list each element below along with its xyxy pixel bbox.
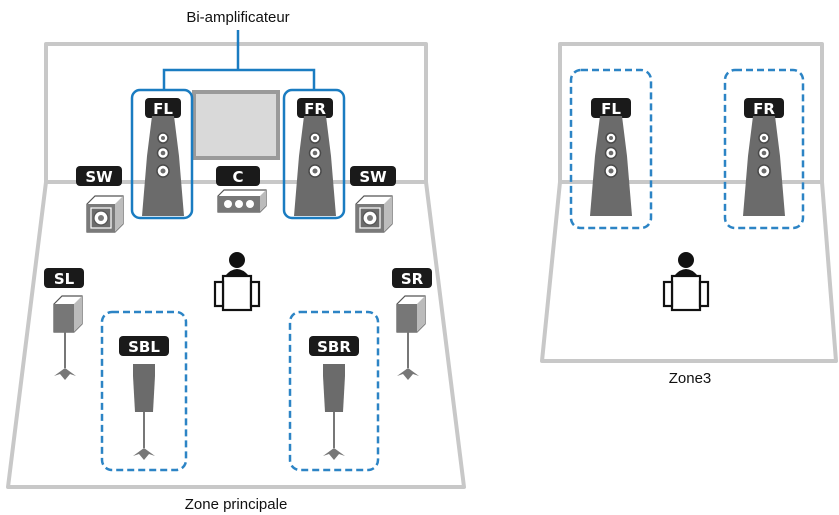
c-badge <box>216 166 260 186</box>
sw-right-subwoofer-icon <box>355 195 393 233</box>
biamp-connector <box>162 30 316 90</box>
main-room: Bi-amplificateur FL FR C <box>6 9 466 513</box>
fr-badge <box>297 98 333 118</box>
main-zone-label: Zone principale <box>185 496 288 513</box>
speaker-sbl: SBL <box>100 310 188 472</box>
sl-surround-speaker-icon <box>53 295 83 381</box>
zone3-listener-icon <box>662 250 710 312</box>
tv <box>192 90 280 160</box>
main-room-floor <box>6 180 466 489</box>
speaker-sl: SL <box>44 268 84 381</box>
speaker-fl: FL <box>130 88 194 220</box>
fl-biamp-frame <box>130 88 194 220</box>
zone3-fr-tower-speaker-icon <box>742 115 786 217</box>
sr-surround-speaker-icon <box>396 295 426 381</box>
fr-biamp-frame <box>282 88 346 220</box>
sbl-badge <box>119 336 169 356</box>
sbl-back-speaker-icon <box>132 363 156 461</box>
zone3-speaker-fl: FL <box>569 68 653 230</box>
zone3-room: FL FR Zone3 <box>540 42 838 387</box>
sw-right-badge <box>350 166 396 186</box>
speaker-sw-left: SW <box>76 166 124 233</box>
fl-tower-speaker-icon <box>141 115 185 217</box>
zone3-fl-badge-label: FL <box>601 100 621 118</box>
speaker-sw-right: SW <box>350 166 396 233</box>
fl-badge <box>145 98 181 118</box>
sbl-badge-label: SBL <box>128 338 160 356</box>
speaker-c: C <box>216 166 267 213</box>
sbr-dashed-frame <box>288 310 380 472</box>
zone3-room-outline <box>540 42 838 363</box>
sr-badge-label: SR <box>401 270 424 288</box>
fr-tower-speaker-icon <box>293 115 337 217</box>
zone3-label: Zone3 <box>669 370 712 387</box>
center-speaker-icon <box>217 189 267 213</box>
zone3-fr-badge <box>744 98 784 118</box>
sr-badge <box>392 268 432 288</box>
main-listener-icon <box>213 250 261 312</box>
speaker-fr: FR <box>282 88 346 220</box>
zone3-fl-tower-speaker-icon <box>589 115 633 217</box>
sw-left-badge-label: SW <box>85 168 113 186</box>
speaker-sbr: SBR <box>288 310 380 472</box>
sbr-back-speaker-icon <box>322 363 346 461</box>
c-badge-label: C <box>232 168 243 186</box>
sl-badge-label: SL <box>54 270 75 288</box>
zone3-fr-badge-label: FR <box>753 100 775 118</box>
sl-badge <box>44 268 84 288</box>
sbl-dashed-frame <box>100 310 188 472</box>
zone3-fl-dashed-frame <box>569 68 653 230</box>
speaker-sr: SR <box>392 268 432 381</box>
sbr-badge <box>309 336 359 356</box>
fl-badge-label: FL <box>153 100 173 118</box>
sw-left-subwoofer-icon <box>86 195 124 233</box>
sw-right-badge-label: SW <box>359 168 387 186</box>
sw-left-badge <box>76 166 122 186</box>
sbr-badge-label: SBR <box>317 338 351 356</box>
zone3-fl-badge <box>591 98 631 118</box>
biamp-label: Bi-amplificateur <box>186 9 289 26</box>
zone3-fr-dashed-frame <box>723 68 805 230</box>
zone3-speaker-fr: FR <box>723 68 805 230</box>
fr-badge-label: FR <box>304 100 326 118</box>
zone3-floor <box>540 180 838 363</box>
